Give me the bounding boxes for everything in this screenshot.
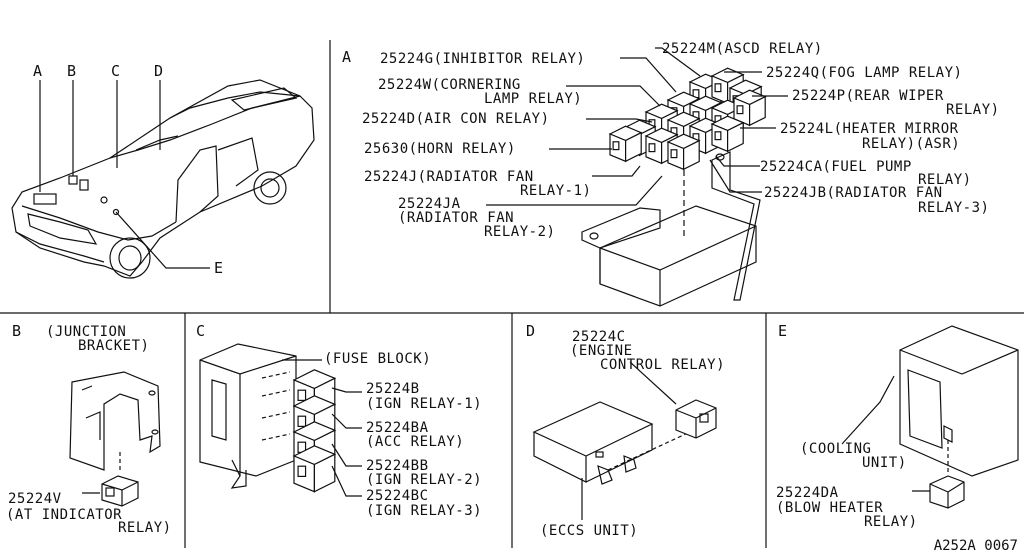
- diagram-code: A252A 0067: [933, 538, 1018, 554]
- callout-e: E: [214, 259, 224, 277]
- relay-a-6: [732, 89, 767, 127]
- label-25224c-3: CONTROL RELAY): [600, 357, 726, 373]
- relay-a-13: [666, 133, 701, 171]
- label-25224l: 25224L(HEATER MIRROR: [780, 121, 959, 137]
- panel-c-letter: C: [196, 322, 206, 340]
- label-25224g: 25224G(INHIBITOR RELAY): [380, 51, 586, 67]
- leader-lines-c: [331, 387, 362, 497]
- eccs-unit-label: (ECCS UNIT): [540, 523, 639, 539]
- label-25224ja-3: RELAY-2): [484, 224, 556, 240]
- label-25224v: 25224V: [8, 491, 62, 507]
- callout-a: A: [33, 62, 43, 80]
- label-25224jb-2: RELAY-3): [918, 200, 990, 216]
- label-25224bc: 25224BC: [366, 488, 429, 504]
- label-25224bc-2: (IGN RELAY-3): [366, 503, 483, 519]
- label-25630: 25630(HORN RELAY): [364, 141, 516, 157]
- label-25224j: 25224J(RADIATOR FAN: [364, 169, 534, 185]
- label-25224m: 25224M(ASCD RELAY): [662, 41, 823, 57]
- panel-e-letter: E: [778, 322, 788, 340]
- label-25224ca: 25224CA(FUEL PUMP: [760, 159, 912, 175]
- label-25224p: 25224P(REAR WIPER: [792, 88, 944, 104]
- label-25224v-2: (AT INDICATOR: [6, 507, 123, 523]
- relay-a-14: [608, 125, 643, 163]
- ign-relay-stack: [292, 369, 337, 493]
- label-25224ca-2: RELAY): [918, 172, 972, 188]
- label-25224ba: 25224BA: [366, 420, 429, 436]
- label-25224l-2: RELAY)(ASR): [862, 136, 961, 152]
- cooling-unit-label-1: (COOLING: [800, 441, 872, 457]
- relay-bracket-assembly: [581, 151, 761, 307]
- label-25224bb: 25224BB: [366, 458, 429, 474]
- label-25224w-2: LAMP RELAY): [484, 91, 583, 107]
- callout-b: B: [67, 62, 77, 80]
- ign-relay-3: [292, 445, 337, 493]
- label-25224jb: 25224JB(RADIATOR FAN: [764, 185, 943, 201]
- fuse-block-label: (FUSE BLOCK): [324, 351, 432, 367]
- cooling-unit: [841, 325, 1019, 509]
- label-25224d: 25224D(AIR CON RELAY): [362, 111, 550, 127]
- label-25224ja: 25224JA: [398, 196, 461, 212]
- junction-bracket: [69, 371, 161, 507]
- panel-a-letter: A: [342, 48, 352, 66]
- label-25224ba-2: (ACC RELAY): [366, 434, 465, 450]
- label-25224bb-2: (IGN RELAY-2): [366, 472, 483, 488]
- leader-lines-a: [486, 47, 788, 206]
- label-25224q: 25224Q(FOG LAMP RELAY): [766, 65, 963, 81]
- label-25224da-3: RELAY): [864, 514, 918, 530]
- callout-d: D: [154, 62, 164, 80]
- label-25224b-2: (IGN RELAY-1): [366, 396, 483, 412]
- label-25224j-2: RELAY-1): [520, 183, 592, 199]
- label-25224p-2: RELAY): [946, 102, 1000, 118]
- panel-b-letter: B: [12, 322, 22, 340]
- relay-group-a: [608, 67, 767, 171]
- junction-label-1: (JUNCTION: [46, 324, 127, 340]
- label-25224c-2: (ENGINE: [570, 343, 633, 359]
- junction-label-2: BRACKET): [78, 338, 150, 354]
- label-25224v-3: RELAY): [118, 520, 172, 536]
- label-25224da-2: (BLOW HEATER: [776, 500, 884, 516]
- relay-a-10: [710, 115, 745, 153]
- panel-d-letter: D: [526, 322, 536, 340]
- car-illustration: [11, 79, 315, 279]
- callout-c: C: [111, 62, 121, 80]
- cooling-unit-label-2: UNIT): [862, 455, 907, 471]
- label-25224da: 25224DA: [776, 485, 839, 501]
- eccs-unit: [532, 361, 717, 520]
- label-25224c: 25224C: [572, 329, 626, 345]
- label-25224b: 25224B: [366, 381, 420, 397]
- label-25224w: 25224W(CORNERING: [378, 77, 521, 93]
- label-25224ja-2: (RADIATOR FAN: [398, 210, 515, 226]
